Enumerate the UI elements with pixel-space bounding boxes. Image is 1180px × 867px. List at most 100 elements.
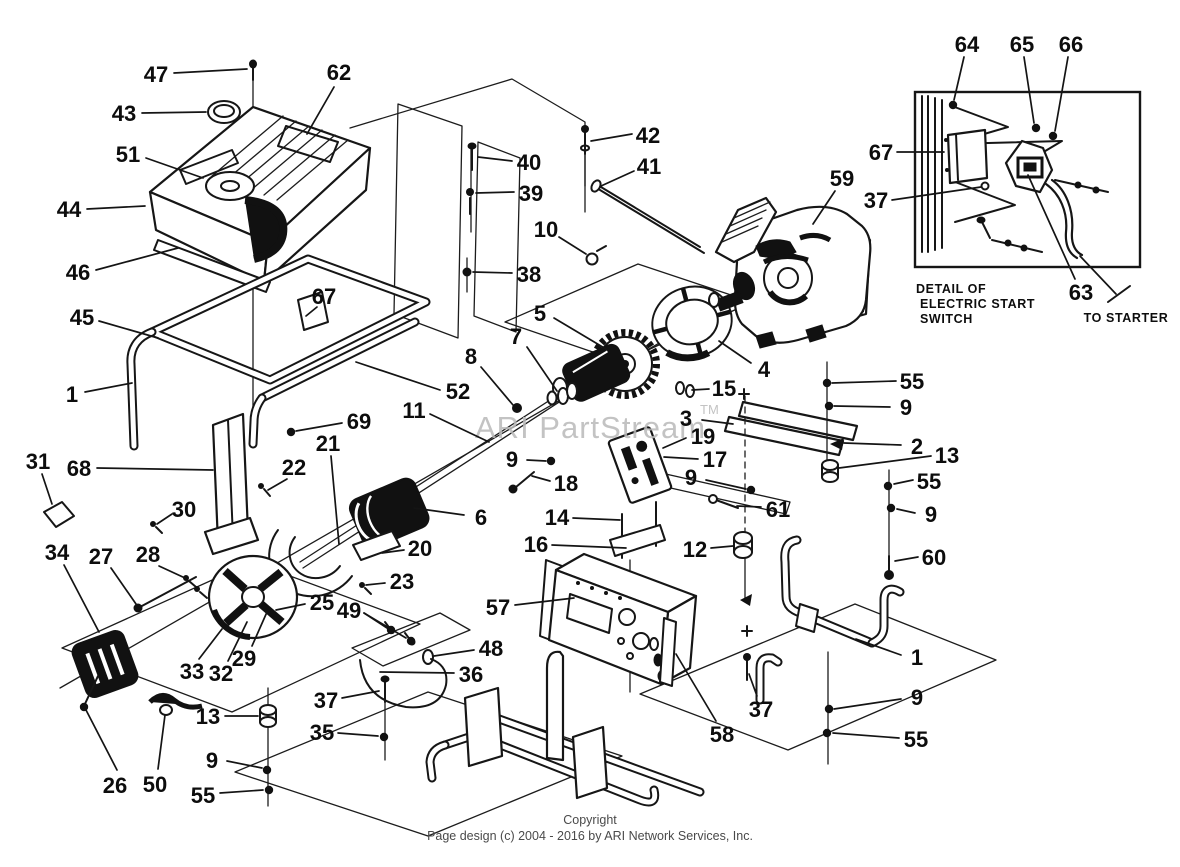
callout-52: 52: [446, 379, 470, 404]
callout-leader-21: [330, 455, 340, 545]
fastener-dot-9: [886, 503, 896, 513]
alternator-drawing: [71, 355, 622, 716]
callout-leader-62: [306, 86, 335, 135]
control-panel-drawing: [539, 552, 698, 687]
callout-leader-17: [663, 456, 699, 460]
callout-leader-15: [691, 388, 710, 391]
wing-clip-50: [148, 693, 203, 710]
end-cover: [71, 629, 139, 699]
callout-61: 61: [766, 497, 790, 522]
callout-leader-55: [893, 479, 914, 485]
callout-leader-34: [63, 564, 100, 633]
callout-leader-26: [85, 709, 118, 771]
callout-65: 65: [1010, 32, 1034, 57]
callout-leader-9: [833, 405, 891, 408]
callout-20: 20: [408, 536, 432, 561]
callout-4: 4: [758, 357, 771, 382]
callout-55: 55: [900, 369, 924, 394]
callout-leader-14: [572, 517, 621, 521]
callout-leader-69: [295, 422, 343, 432]
callout-10: 10: [534, 217, 558, 242]
callout-1: 1: [66, 382, 78, 407]
callout-66: 66: [1059, 32, 1083, 57]
callout-leader-51: [145, 157, 204, 179]
callout-9: 9: [900, 395, 912, 420]
callout-13: 13: [196, 704, 220, 729]
callout-leader-37: [891, 186, 982, 201]
inset-caption-line2: ELECTRIC START: [920, 297, 1035, 311]
damper-31: [43, 501, 75, 528]
callout-leader-28: [158, 565, 186, 579]
callout-leader-55: [219, 789, 264, 794]
callout-leader-38: [472, 271, 513, 274]
regulator-drawing: [607, 426, 673, 504]
bottom-left-hardware: [259, 621, 448, 807]
footer: Copyright Page design (c) 2004 - 2016 by…: [427, 813, 753, 843]
watermark: ARI PartStream TM: [475, 402, 719, 445]
callout-leader-11: [429, 413, 490, 443]
callout-69: 69: [347, 409, 371, 434]
callout-67: 67: [312, 284, 336, 309]
callout-leader-47: [173, 68, 248, 74]
fastener-dot-9: [546, 456, 556, 466]
fastener-dot-55: [822, 378, 832, 388]
callout-26: 26: [103, 773, 127, 798]
callout-35: 35: [310, 720, 334, 745]
callout-9: 9: [925, 502, 937, 527]
callout-27: 27: [89, 544, 113, 569]
callout-11: 11: [402, 398, 425, 423]
callout-37: 37: [749, 697, 773, 722]
inset-caption-line1: DETAIL OF: [916, 282, 986, 296]
fuel-tank-drawing: [148, 59, 372, 293]
flywheel-fan: [207, 554, 299, 640]
callout-leader-4: [718, 340, 752, 364]
callout-64: 64: [955, 32, 980, 57]
callout-49: 49: [337, 598, 361, 623]
callout-leader-40: [477, 156, 513, 162]
callout-leader-3: [701, 419, 734, 425]
break-slash: [1107, 285, 1131, 303]
callout-13: 13: [935, 443, 959, 468]
callout-leader-68: [96, 467, 214, 471]
key-plate-20: [352, 530, 401, 561]
callout-leader-45: [98, 320, 159, 339]
callout-leader-41: [600, 170, 635, 187]
callout-leader-61: [736, 505, 762, 508]
fastener-dot-55: [883, 481, 893, 491]
callout-leader-20: [381, 549, 405, 554]
callout-leader-60: [894, 556, 919, 562]
inset-caption-line3: SWITCH: [920, 312, 973, 326]
callout-38: 38: [517, 262, 541, 287]
callout-14: 14: [545, 505, 570, 530]
callout-leader-10: [558, 236, 587, 255]
callout-leader-1: [84, 382, 133, 393]
callout-leader-52: [355, 361, 441, 391]
callout-leader-1: [855, 638, 902, 656]
callout-33: 33: [180, 659, 204, 684]
callout-leader-46: [95, 247, 179, 271]
callout-leader-67: [305, 306, 318, 317]
callout-51: 51: [116, 142, 140, 167]
callout-15: 15: [712, 376, 736, 401]
callout-63: 63: [1069, 280, 1093, 305]
callout-12: 12: [683, 537, 707, 562]
fastener-dot-55: [264, 785, 274, 795]
callout-leader-23: [365, 582, 386, 586]
fastener-dot-9: [262, 765, 272, 775]
watermark-tm: TM: [700, 402, 719, 417]
fastener-dot-35: [379, 732, 389, 742]
callout-55: 55: [917, 469, 941, 494]
callout-9: 9: [506, 447, 518, 472]
callout-leader-37: [748, 673, 758, 697]
callout-1: 1: [911, 645, 923, 670]
callout-leader-29: [251, 611, 268, 647]
fastener-dot-66: [1048, 131, 1058, 141]
callout-leader-13: [838, 455, 932, 469]
callout-leader-57: [514, 597, 575, 606]
callout-leader-48: [433, 649, 475, 657]
callout-55: 55: [191, 783, 215, 808]
callout-37: 37: [314, 688, 338, 713]
callout-59: 59: [830, 166, 854, 191]
